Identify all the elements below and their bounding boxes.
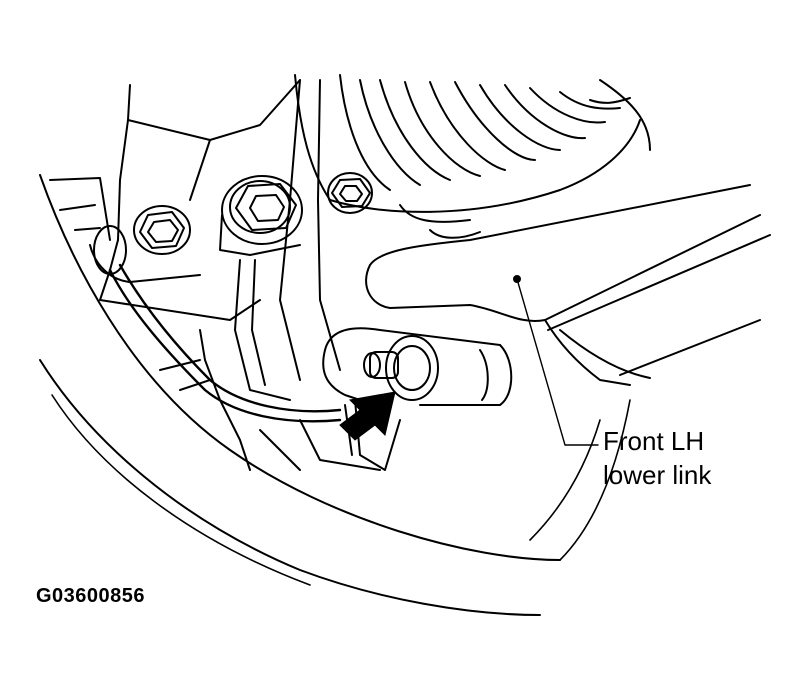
- callout-label-line-1: Front LH: [603, 426, 705, 456]
- wheel-well-arcs: [40, 175, 630, 615]
- spring-boot: [295, 75, 650, 212]
- callout-leader: [514, 276, 598, 445]
- lower-link-arm: [366, 185, 770, 385]
- right-upper-bolt-head: [328, 173, 372, 213]
- pointer-arrow-icon: [340, 392, 395, 440]
- callout-label-line-2: lower link: [603, 460, 712, 490]
- left-bolt-head: [94, 206, 190, 274]
- knuckle-bracket: [50, 80, 300, 320]
- brake-hose: [110, 265, 340, 421]
- lower-bushing: [323, 328, 511, 405]
- figure-id: G03600856: [36, 585, 146, 607]
- center-bolt-head: [220, 176, 302, 255]
